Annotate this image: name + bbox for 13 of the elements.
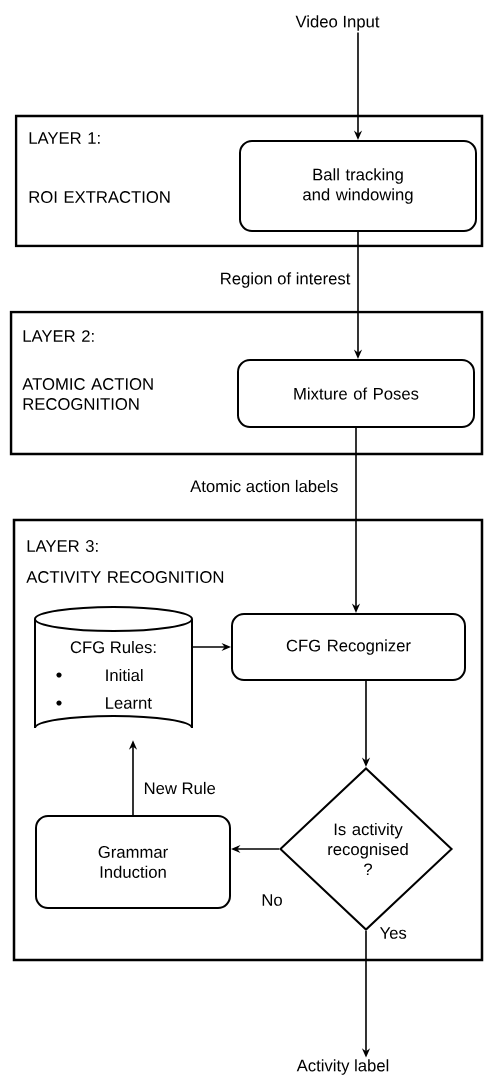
process-box: Grammar Induction <box>35 815 231 909</box>
node-label: Learnt <box>106 697 152 709</box>
edge-label: Atomic action labels <box>188 478 340 494</box>
database-cylinder: CFG Rules: Initial Learnt <box>34 606 193 729</box>
process-box: Ball tracking and windowing <box>239 140 477 232</box>
caption-text: Video Input <box>295 15 380 31</box>
node-label: Initial <box>106 668 143 682</box>
process-box: Mixture of Poses <box>237 359 475 428</box>
node-label: CFG Rules: <box>70 640 156 654</box>
process-box: CFG Recognizer <box>231 613 466 681</box>
edge-label: New Rule <box>142 780 218 796</box>
edge-label: Region of interest <box>218 270 352 290</box>
caption-text: Activity label <box>296 1059 389 1075</box>
